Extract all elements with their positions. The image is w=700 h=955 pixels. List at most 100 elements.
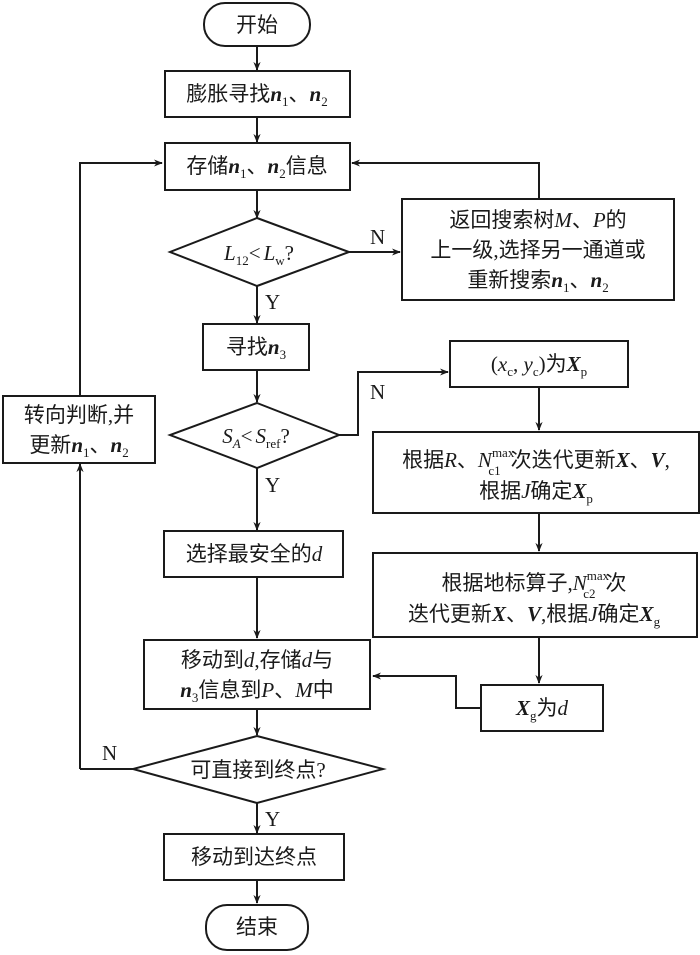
text: 为 [537,696,558,720]
var-S: S [256,424,267,448]
text: 确定 [598,602,640,626]
move-end-label: 移动到达终点 [191,845,317,869]
text: 重新搜索 [467,268,551,292]
move-d-line1: 移动到d,存储d与 [181,648,333,672]
sub-c1: c1 [488,463,500,478]
sub-g: g [530,708,537,723]
node-end: 结束 [205,904,309,951]
text: 更新 [29,433,71,457]
comma: , [665,448,670,472]
sub-A: A [232,436,241,451]
edge-check-s-xcyc [339,368,449,436]
text: 确定 [530,479,572,503]
sub-1: 1 [282,94,289,109]
check-s-label: SA<Sref? [222,424,290,451]
var-M: M [553,208,573,232]
decision-shape [167,216,352,288]
process-shape [480,684,604,732]
sup-max: max [492,445,515,460]
sub-p: p [581,364,588,379]
node-start: 开始 [203,2,311,47]
question-mark: ? [285,241,294,265]
node-check-end: 可直接到终点? [129,734,387,805]
var-n: n [270,82,282,106]
store-prefix: 存储 [186,154,228,178]
edge-label-check-end-yes: Y [265,807,280,831]
var-N: N [572,571,588,595]
var-X: X [491,602,507,626]
var-X: X [615,448,631,472]
paren: ( [491,352,498,376]
edge-check-end-store-left [79,159,163,396]
op-lt: < [241,424,253,448]
sub-ref: ref [266,436,281,451]
sep: 、 [570,268,591,292]
var-X: X [515,696,531,720]
edge-label-check-s-yes: Y [265,473,280,497]
check-end-label: 可直接到终点? [190,758,325,782]
text: 次迭代更新 [511,448,616,472]
process-shape [164,142,351,191]
sep: 、 [274,678,295,702]
sep: 、 [289,82,310,106]
var-n: n [228,154,240,178]
edge-backtrack-store [351,159,540,198]
text: ,根据 [541,602,588,626]
text: 与 [312,648,333,672]
var-L: L [223,241,236,265]
node-backtrack: 返回搜索树M、P的 上一级,选择另一通道或 重新搜索n1、n2 [401,198,675,301]
process-shape [163,530,344,578]
edge-label-check-l-no: N [370,225,385,249]
text: ,存储 [254,648,301,672]
edge-xgd-move-d [372,672,480,709]
sub-2: 2 [602,280,609,295]
var-x: x [497,352,508,376]
update2-line2: 迭代更新X、V,根据J确定Xg [408,602,661,629]
op-lt: < [249,241,261,265]
node-turn: 转向判断,并 更新n1、n2 [2,395,156,464]
edge-label-check-end-no: N [102,741,117,765]
var-X: X [571,479,587,503]
sub-2: 2 [122,445,129,460]
process-shape [163,833,345,881]
sub-c2: c2 [583,586,595,601]
text: 根据 [479,479,521,503]
update1-line2: 根据J确定Xp [479,479,593,506]
var-d: d [244,648,255,672]
var-P: P [592,208,606,232]
var-d: d [558,696,569,720]
move-d-line2: n3信息到P、M中 [180,678,334,705]
text: 根据 [402,448,444,472]
var-X: X [639,602,655,626]
sub-p: p [586,491,593,506]
end-label: 结束 [236,915,278,939]
text: 信息到 [198,678,261,702]
sub-3: 3 [280,347,287,362]
process-shape [143,639,371,710]
edge-label-check-s-no: N [370,380,385,404]
text: 次 [605,571,626,595]
sep: 、 [630,448,651,472]
sep: 、 [506,602,527,626]
sep: 、 [247,154,268,178]
var-V: V [527,602,543,626]
var-n: n [111,433,123,457]
sub-1: 1 [83,445,90,460]
text: 的 [606,208,627,232]
node-store: 存储n1、n2信息 [164,142,351,191]
var-n: n [551,268,563,292]
node-move-d: 移动到d,存储d与 n3信息到P、M中 [143,639,371,710]
turn-line2: 更新n1、n2 [29,433,128,460]
terminator-shape [203,2,311,47]
backtrack-line1: 返回搜索树M、P的 [449,208,626,232]
node-expand: 膨胀寻找n1、n2 [164,70,351,118]
var-d: d [302,648,313,672]
expand-prefix: 膨胀寻找 [186,82,270,106]
text: 移动到 [181,648,244,672]
text: 为 [546,352,567,376]
node-check-s: SA<Sref? [167,401,342,470]
